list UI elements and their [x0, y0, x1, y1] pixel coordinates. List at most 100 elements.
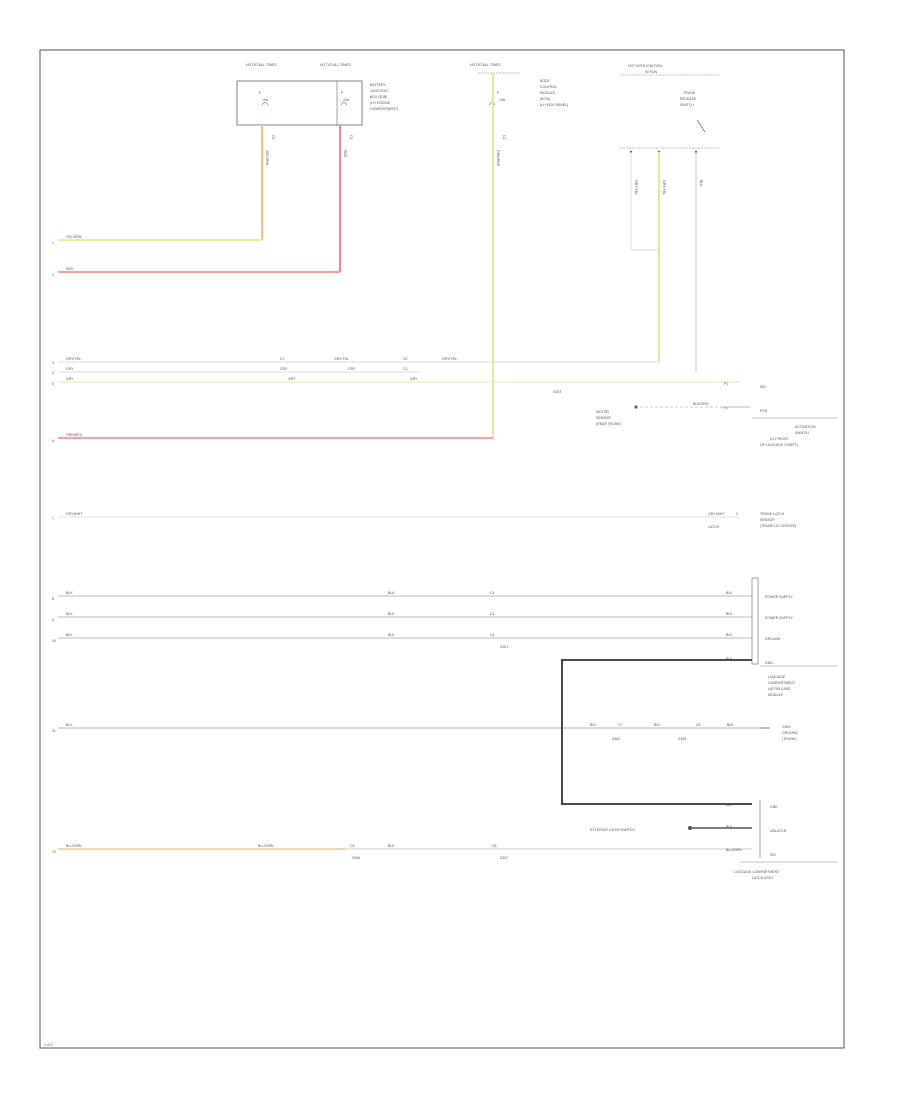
module-label-1: POWER SUPPLY — [765, 595, 793, 599]
trunk-latch-name-2: SENSOR — [760, 518, 775, 522]
module-label-4: GND — [765, 661, 773, 665]
mid-gry-c: GRY — [288, 377, 296, 381]
wire-8-label: BLK — [66, 591, 73, 595]
bcm-wire-color-label: ORN/RED — [496, 150, 500, 167]
ground-name-2: GROUND — [782, 731, 798, 735]
motor-sensor-2: SENSOR — [596, 416, 611, 420]
mid-gry-d: GRY — [410, 377, 418, 381]
motor-wire: BLK/ORN — [693, 402, 709, 406]
bcm-fuse-value: 10A — [499, 98, 506, 102]
module-pin-4: BLK — [726, 657, 733, 661]
activation-label-b: RTN — [760, 409, 768, 413]
switch-name-3: SWITCH — [680, 103, 694, 107]
trunk-latch-name-1: TRUNK LATCH — [760, 512, 785, 516]
wire-a-pin-label: C1 — [271, 135, 275, 140]
switch-wire-1-label: GRY/YEL — [634, 180, 638, 195]
mid-blk-r2: BLK — [654, 723, 661, 727]
activation-name-1: ACTIVATION — [795, 425, 816, 429]
switch-wire-2-label: GRY/YEL — [662, 180, 666, 195]
latch-wire-1: BLK — [726, 803, 733, 807]
page-label: 1 of 2 — [44, 1043, 53, 1047]
wire-a-color-label: YEL/GRN — [265, 150, 269, 166]
trunk-latch-pin: 2 — [736, 512, 738, 516]
latch-wire-2: BLK — [726, 825, 733, 829]
wire-11-pin: 11 — [52, 729, 56, 733]
bcm-desc-3: MODULE — [540, 91, 556, 95]
motor-sensor-1: MOTOR — [596, 410, 609, 414]
bcm-wire-pin-label: C1 — [502, 135, 506, 140]
switch-name-1: TRUNK — [683, 91, 696, 95]
bcm-fuse-label: F — [497, 91, 499, 95]
wire-7-pin: 7 — [52, 517, 54, 521]
mid-c4-c: C4 — [490, 633, 495, 637]
wire-4-label: GRY — [66, 367, 74, 371]
trunk-latch-name-3: (TRUNK LID CENTER) — [760, 524, 796, 528]
lid-release-module: BLK BLK BLK BLK POWER SUPPLY POWER SUPPL… — [726, 577, 838, 697]
mid-c2: C2 — [403, 367, 408, 371]
fuse-b-value: 10A — [343, 98, 350, 102]
activation-name-2: SWITCH — [795, 431, 809, 435]
switch-header-2: IN RUN — [645, 70, 658, 74]
mid-blk-c: BLK — [388, 633, 395, 637]
activation-name-3: (LH FRONT — [770, 437, 790, 441]
wire-10-label: BLK — [66, 633, 73, 637]
motor-sensor-3: (REAR TRUNK) — [596, 422, 621, 426]
mid-gry-yel-b: GRY/YEL — [442, 357, 457, 361]
module-name-4: MODULE — [768, 693, 784, 697]
latch-name-2: LATCH ASSY — [752, 876, 774, 880]
module-label-2: POWER SUPPLY — [765, 616, 793, 620]
mid-gry-b: GRY — [348, 367, 356, 371]
fuse-box-bcm: HOT AT ALL TIMES F 10A BODY CONTROL MODU… — [470, 63, 568, 107]
mid-c4-a: C4 — [490, 591, 495, 595]
diagram-frame — [39, 49, 845, 1049]
activation-label-a: SIG — [760, 385, 766, 389]
wire-5-pin: 5 — [52, 382, 54, 386]
mid-c6: C6 — [492, 844, 497, 848]
trunk-latch-sensor: GRY/WHT LATCH 2 TRUNK LATCH SENSOR (TRUN… — [708, 512, 796, 529]
fuse-a-value: 10A — [262, 98, 269, 102]
wire-12-pin: 12 — [52, 850, 56, 854]
mid-gry-yel-a: GRY/YEL — [334, 357, 349, 361]
wire-b-color-label: RED — [343, 150, 347, 158]
activation-switch: P1 SIG RTN P2 MOTOR SENSOR (REAR TRUNK) … — [596, 382, 838, 447]
fuse-a-label: F — [259, 91, 261, 95]
switch-header-1: HOT WITH IGNITION — [628, 64, 662, 68]
mid-gry-a: GRY — [280, 367, 288, 371]
module-name-2: COMPARTMENT — [768, 681, 796, 685]
mid-blk-b: BLK — [388, 612, 395, 616]
ground-loop-wire — [561, 659, 752, 805]
module-name-1: LUGGAGE — [768, 675, 786, 679]
activation-pin-a: P1 — [724, 382, 728, 386]
fuse-b-label: F — [341, 91, 343, 95]
wire-b-pin-label: C1 — [349, 135, 353, 140]
mid-s307: S307 — [500, 856, 508, 860]
wire-3-label: GRY/YEL — [66, 357, 81, 361]
bjb-desc-5: COMPARTMENT) — [370, 107, 398, 111]
fuse-a-header: HOT AT ALL TIMES — [246, 63, 277, 67]
activation-name-4: OF LUGGAGE COMPT) — [760, 443, 798, 447]
wire-1-label: YEL/GRN — [66, 235, 82, 239]
wire-6-label: ORN/RED — [66, 433, 83, 437]
mid-s303: S303 — [553, 390, 561, 394]
mid-s305: S305 — [678, 737, 686, 741]
module-pin-1: BLK — [726, 591, 733, 595]
wire-2-pin: 2 — [52, 273, 54, 277]
wire-9-pin: 9 — [52, 618, 54, 622]
mid-blk-r3: BLK — [727, 723, 734, 727]
trunk-latch-sub: LATCH — [708, 525, 720, 529]
bcm-desc-1: BODY — [540, 79, 551, 83]
switch-name-2: RELEASE — [680, 97, 697, 101]
wire-1-pin: 1 — [52, 241, 54, 245]
wire-10-pin: 10 — [52, 639, 56, 643]
bcm-desc-4: (BCM) — [540, 97, 550, 101]
bjb-desc-3: BOX (BJB) — [370, 95, 387, 99]
wire-4-pin: 4 — [52, 371, 54, 375]
wire-7-label: GRY/WHT — [66, 512, 83, 516]
mid-c8: C8 — [696, 723, 701, 727]
latch-label-3: SIG — [770, 853, 776, 857]
wire-12-label: BLU/ORN — [66, 844, 82, 848]
mid-blk-e: BLK — [388, 844, 395, 848]
latch-name-1: LUGGAGE COMPARTMENT — [734, 870, 780, 874]
fuse-b-header: HOT AT ALL TIMES — [320, 63, 351, 67]
ground-name-3: (TRUNK) — [782, 737, 796, 741]
